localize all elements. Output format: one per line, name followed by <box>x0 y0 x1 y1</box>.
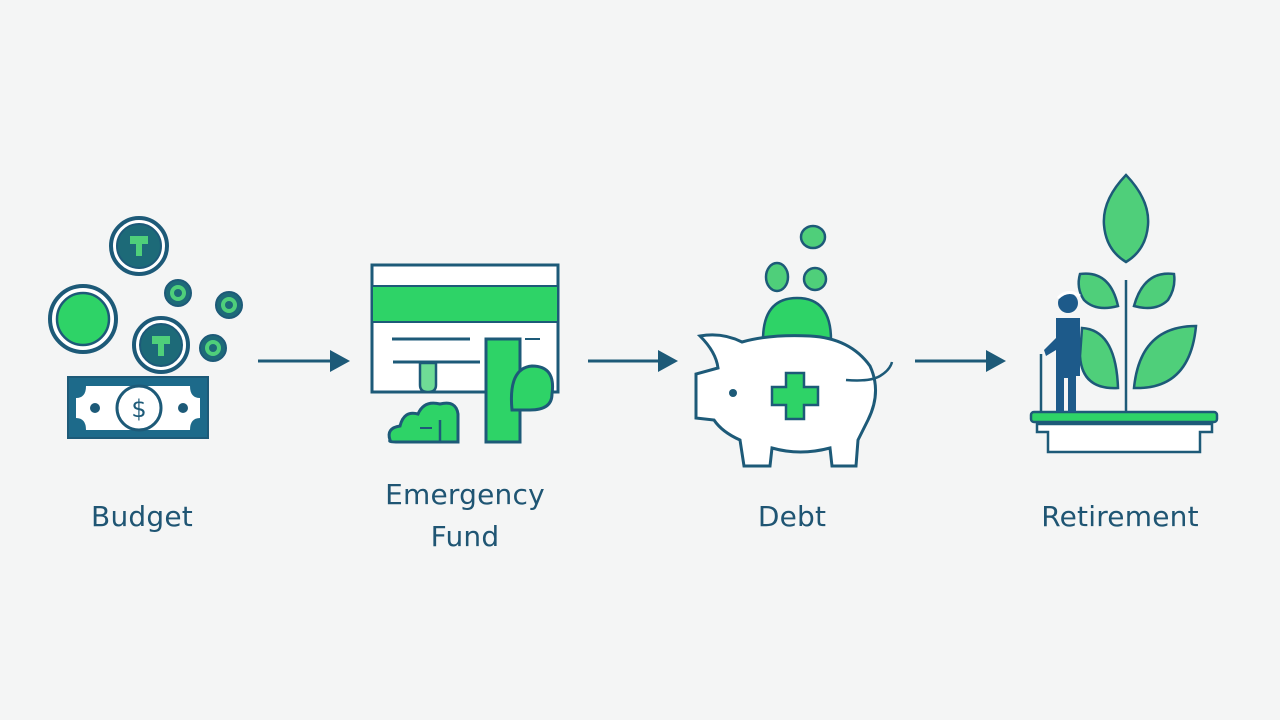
step-label-debt: Debt <box>757 500 827 533</box>
arrow-right-icon <box>915 350 1006 372</box>
banknote-icon: $ <box>67 376 209 439</box>
coins-and-banknote-icon: $ <box>48 216 243 439</box>
elderly-person-icon <box>1039 291 1081 412</box>
coin-icon <box>109 216 169 276</box>
coin-icon <box>132 316 190 374</box>
step-label-budget: Budget <box>91 500 193 533</box>
svg-text:$: $ <box>131 395 146 423</box>
step-label-emergency-fund-line1: Emergency <box>385 478 545 511</box>
step-label-emergency-fund: Emergency Fund <box>340 474 590 558</box>
piggy-bank-plus-icon <box>694 224 894 468</box>
step-label-retirement: Retirement <box>1041 500 1199 533</box>
small-coin-icon <box>215 291 243 319</box>
small-coin-icon <box>199 334 227 362</box>
small-coin-icon <box>164 279 192 307</box>
dashboard-with-bars-icon <box>370 263 560 444</box>
step-label-emergency-fund-line2: Fund <box>430 520 500 553</box>
person-with-growing-plant-icon <box>1029 173 1219 454</box>
arrow-right-icon <box>258 350 350 372</box>
arrow-right-icon <box>588 350 678 372</box>
coin-icon <box>48 284 118 354</box>
